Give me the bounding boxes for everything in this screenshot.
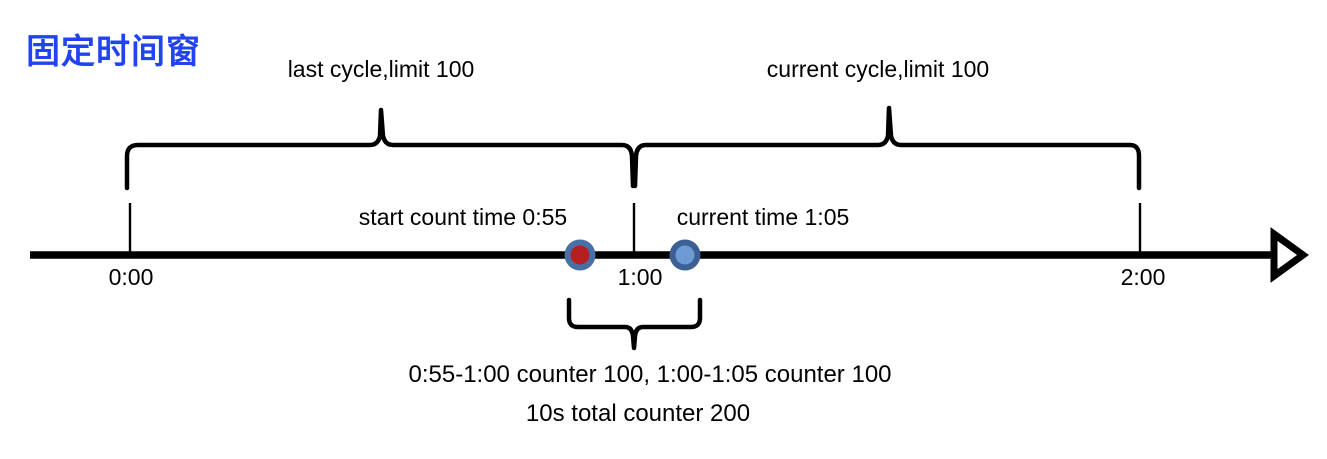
summary-counter-breakdown: 0:55-1:00 counter 100, 1:00-1:05 counter…	[408, 361, 892, 388]
brace-last-cycle	[124, 107, 636, 191]
start-count-marker-core	[570, 245, 590, 265]
tick-label-1-00: 1:00	[617, 264, 663, 290]
label-current-cycle: current cycle,limit 100	[766, 56, 990, 82]
brace-overlap-window	[566, 297, 703, 351]
label-start-count-time: start count time 0:55	[358, 204, 568, 230]
tick-label-2-00: 2:00	[1120, 264, 1166, 290]
label-current-time: current time 1:05	[676, 204, 850, 230]
page-title: 固定时间窗	[26, 32, 201, 72]
brace-current-cycle	[632, 105, 1142, 191]
timeline-arrow-icon	[1270, 227, 1309, 283]
tick-label-0-00: 0:00	[108, 264, 154, 290]
label-last-cycle: last cycle,limit 100	[287, 56, 475, 82]
current-time-marker-core	[675, 245, 695, 265]
summary-total-counter: 10s total counter 200	[525, 400, 751, 427]
